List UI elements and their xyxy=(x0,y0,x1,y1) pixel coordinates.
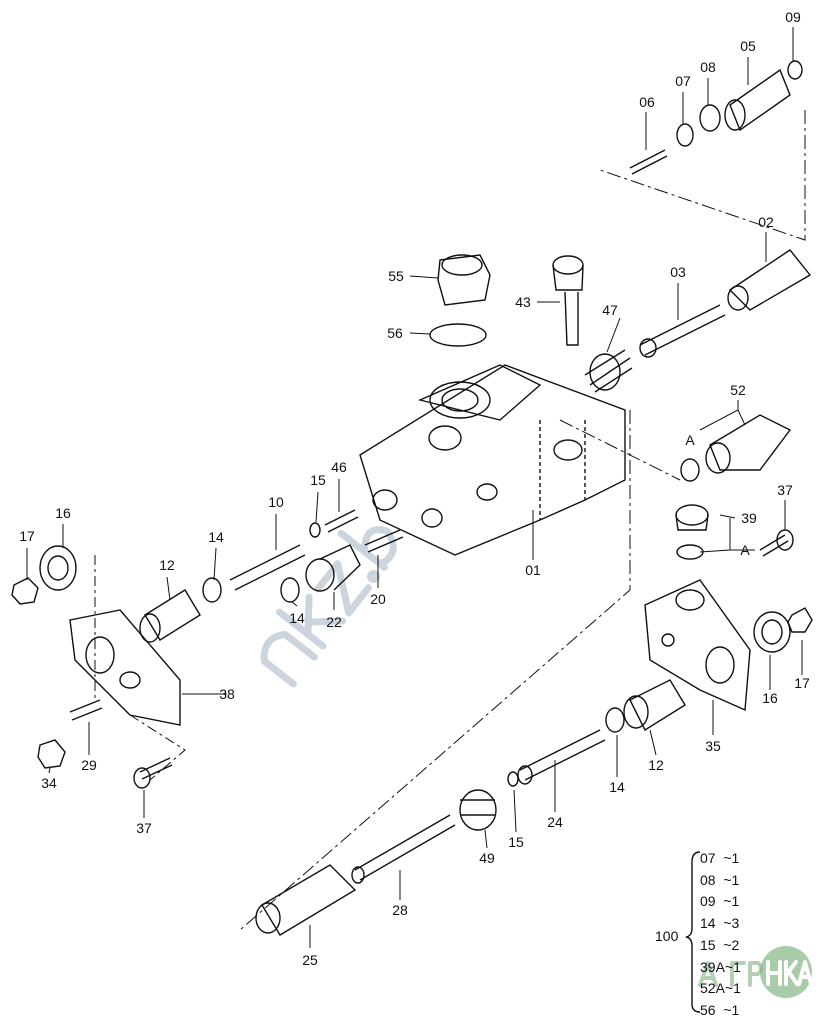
plug-55 xyxy=(437,254,491,306)
part-label: 29 xyxy=(81,757,97,773)
sleeve-25 xyxy=(255,864,357,936)
spring-49 xyxy=(459,789,497,831)
spool-28 xyxy=(351,814,456,884)
part-label: 17 xyxy=(794,675,810,691)
part-label: 25 xyxy=(302,952,318,968)
part-label: 14 xyxy=(289,610,305,626)
sleeve-02 xyxy=(727,249,812,311)
kit-item: 15 ~2 xyxy=(700,936,740,953)
part-label: 52 xyxy=(730,382,746,398)
plate-38 xyxy=(69,609,181,726)
part-label: 15 xyxy=(508,834,524,850)
kit-item: 07 ~1 xyxy=(700,850,740,866)
ring-08 xyxy=(699,104,721,132)
o-ring-14-left xyxy=(202,577,222,603)
part-label: 12 xyxy=(648,757,664,773)
bolt-37-right xyxy=(759,529,794,557)
part-label: 49 xyxy=(479,850,495,866)
kit-item: 52A~1 xyxy=(700,980,741,997)
part-label: 22 xyxy=(326,614,342,630)
part-label: 17 xyxy=(19,528,35,544)
part-label: 28 xyxy=(392,902,408,918)
plug-22 xyxy=(305,544,361,592)
o-ring-14-right xyxy=(605,707,625,733)
spring-47 xyxy=(584,349,633,393)
kit-item: 56 ~1 xyxy=(700,1001,740,1018)
ring-07 xyxy=(676,123,694,147)
bolt-43 xyxy=(552,255,584,346)
nut-16-left xyxy=(39,545,77,591)
part-label: 20 xyxy=(370,591,386,607)
kit-item: 14 ~3 xyxy=(700,915,740,932)
part-label: 08 xyxy=(700,59,716,75)
spool-05 xyxy=(724,68,791,132)
part-label: 14 xyxy=(208,529,224,545)
adjuster-12-left xyxy=(139,589,201,643)
part-label: 24 xyxy=(547,814,563,830)
piston-24 xyxy=(517,729,606,785)
pin-06 xyxy=(629,149,668,175)
part-label: 02 xyxy=(758,214,774,230)
part-label: 37 xyxy=(777,482,793,498)
nut-16-right xyxy=(753,611,791,653)
part-label: 12 xyxy=(159,557,175,573)
plug-39 xyxy=(675,504,709,531)
bolt-37-left xyxy=(133,757,173,789)
ring-09 xyxy=(787,60,803,80)
kit-brace xyxy=(685,851,701,1013)
agro-hka-logo xyxy=(698,946,813,998)
part-label: 47 xyxy=(602,302,618,318)
part-label: 16 xyxy=(762,690,778,706)
nut-17-right xyxy=(787,607,813,633)
o-ring-A-lower xyxy=(676,544,704,560)
part-label: 55 xyxy=(388,268,404,284)
kit-label: 100 xyxy=(655,928,679,944)
kit-item: 39A~1 xyxy=(700,958,741,975)
nut-34 xyxy=(37,739,66,769)
spool-03 xyxy=(639,304,726,358)
part-label: 15 xyxy=(310,472,326,488)
part-label: 56 xyxy=(387,325,403,341)
cover-35 xyxy=(644,579,751,712)
o-ring-A xyxy=(680,458,700,482)
part-label: 03 xyxy=(670,264,686,280)
pin-20 xyxy=(364,529,404,553)
part-label: 14 xyxy=(609,779,625,795)
sensor-52 xyxy=(705,414,792,474)
part-label: 06 xyxy=(639,94,655,110)
adjuster-12-right xyxy=(623,679,686,732)
kit-item: 09 ~1 xyxy=(700,893,740,910)
ring-15-lower xyxy=(507,771,519,787)
part-label: 39 xyxy=(741,510,757,526)
part-label: 07 xyxy=(675,73,691,89)
part-label: A xyxy=(685,432,695,448)
part-label: 46 xyxy=(331,459,347,475)
nut-17-left xyxy=(11,577,39,605)
spring-46 xyxy=(324,509,359,533)
part-label: 09 xyxy=(785,9,801,25)
part-label: 38 xyxy=(219,686,235,702)
part-label: 37 xyxy=(136,820,152,836)
part-label: 16 xyxy=(55,505,71,521)
ring-15 xyxy=(309,522,321,538)
part-label: A xyxy=(740,542,750,558)
piston-10 xyxy=(229,544,306,591)
valve-body-01 xyxy=(359,364,626,556)
leader-lines xyxy=(26,27,806,948)
part-label: 05 xyxy=(740,38,756,54)
part-label: 35 xyxy=(705,738,721,754)
part-label: 34 xyxy=(41,775,57,791)
part-label: 01 xyxy=(525,562,541,578)
o-ring-56 xyxy=(429,323,487,347)
part-label: 43 xyxy=(515,294,531,310)
kit-item: 08 ~1 xyxy=(700,871,740,888)
screw-29 xyxy=(69,699,103,721)
part-label: 10 xyxy=(268,494,284,510)
o-ring-14-mid xyxy=(280,577,300,603)
